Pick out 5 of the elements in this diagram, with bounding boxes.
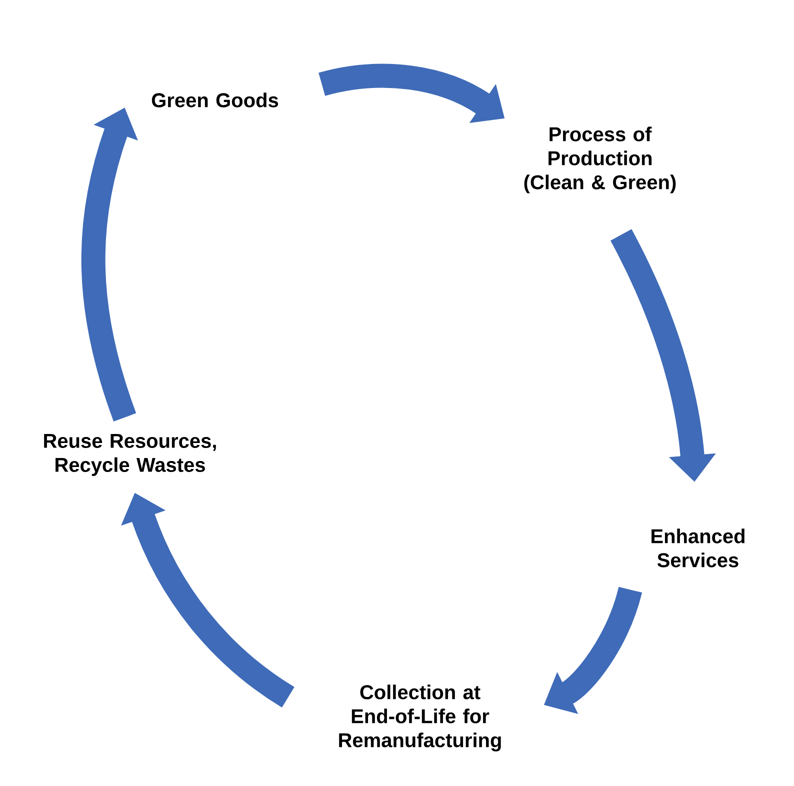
step-label: Collection at End-of-Life for Remanufacturing	[339, 684, 501, 752]
step-label: Process of Production (Clean & Green)	[524, 126, 676, 194]
step-label: Green Goods	[152, 92, 278, 108]
step-label: Enhanced Services	[652, 528, 744, 568]
step-label: Reuse Resources, Recycle Wastes	[44, 434, 216, 476]
